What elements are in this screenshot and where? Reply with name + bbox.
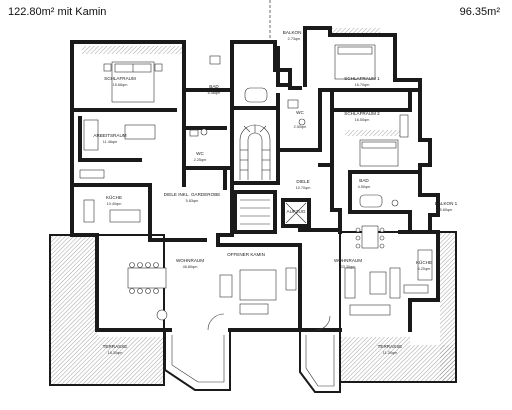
right-unit-area: 96.35m² bbox=[459, 6, 500, 18]
room-area-wohnraum-right: 33.30qm bbox=[341, 265, 356, 269]
right-unit-walls bbox=[276, 26, 440, 332]
room-area-wc-left: 2.25qm bbox=[194, 158, 207, 162]
room-area-kueche-right: 6.20qm bbox=[418, 267, 431, 271]
room-area-arbeitsraum: 11.46qm bbox=[103, 140, 118, 144]
room-name-balkon-1: BALKON 1 bbox=[435, 201, 458, 206]
room-area-wohnraum-left: 46.80qm bbox=[183, 265, 198, 269]
room-area-wc-right: 2.50qm bbox=[294, 125, 307, 129]
room-name-terrasse-left: TERRASSE bbox=[103, 344, 128, 349]
room-area-kueche-left: 10.40qm bbox=[107, 202, 122, 206]
room-area-schlafraum-left: 15.66qm bbox=[113, 83, 128, 87]
room-area-diele-right: 10.70qm bbox=[296, 186, 311, 190]
room-name-diele-right: DIELE bbox=[296, 179, 309, 184]
elevator-shaft bbox=[281, 198, 311, 228]
room-name-schlafraum-2: SCHLAFRAUM 2 bbox=[344, 111, 380, 116]
room-area-diele-garderobe: 5.83qm bbox=[186, 199, 199, 203]
room-name-schlafraum-left: SCHLAFRAUM bbox=[104, 76, 136, 81]
room-name-wohnraum-left: WOHNRAUM bbox=[176, 258, 204, 263]
bay-windows bbox=[164, 313, 341, 393]
left-unit-area: 122.80m² mit Kamin bbox=[8, 6, 107, 18]
room-name-terrasse-right: TERRASSE bbox=[378, 344, 403, 349]
room-area-terrasse-right: 11.30qm bbox=[383, 351, 398, 355]
stair-core bbox=[230, 106, 280, 234]
room-name-offener-kamin: OFFENER KAMIN bbox=[227, 252, 265, 257]
room-area-terrasse-left: 18.30qm bbox=[108, 351, 123, 355]
room-name-wc-left: WC bbox=[196, 151, 204, 156]
room-name-kueche-right: KÜCHE bbox=[416, 259, 432, 265]
room-name-wohnraum-right: WOHNRAUM bbox=[334, 258, 362, 263]
room-name-balkon-2: BALKON 2 bbox=[283, 30, 306, 35]
room-area-balkon-2: 2.73qm bbox=[288, 37, 301, 41]
room-name-schlafraum-1: SCHLAFRAUM 1 bbox=[344, 76, 380, 81]
room-name-diele-garderobe: DIELE INKL. GARDEROBE bbox=[164, 192, 221, 197]
room-area-schlafraum-1: 16.70qm bbox=[355, 83, 370, 87]
room-labels: SCHLAFRAUM 15.66qm BAD 6.48qm ARBEITSRAU… bbox=[93, 30, 457, 355]
room-name-aufzug: AUFZUG bbox=[287, 209, 306, 214]
room-name-bad-left: BAD bbox=[209, 84, 219, 89]
room-area-bad-right: 4.50qm bbox=[358, 185, 371, 189]
room-name-arbeitsraum: ARBEITSRAUM bbox=[93, 133, 126, 138]
room-area-bad-left: 6.48qm bbox=[208, 91, 221, 95]
terrace-hatching bbox=[50, 28, 456, 385]
room-name-wc-right: WC bbox=[296, 110, 304, 115]
room-area-balkon-1: 5.60qm bbox=[440, 208, 453, 212]
room-area-schlafraum-2: 16.50qm bbox=[355, 118, 370, 122]
room-name-kueche-left: KÜCHE bbox=[106, 194, 122, 200]
room-name-bad-right: BAD bbox=[359, 178, 369, 183]
furniture bbox=[79, 44, 433, 321]
